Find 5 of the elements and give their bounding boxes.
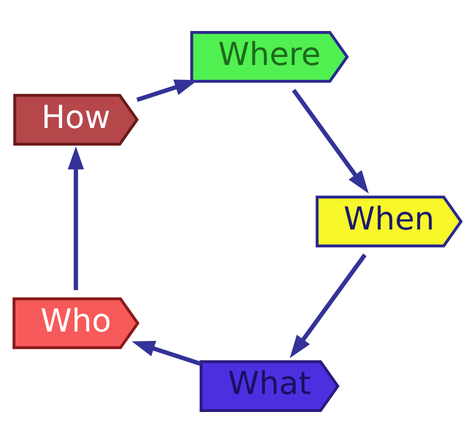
arrow [290,253,367,358]
arrow [292,88,369,194]
arrow [68,146,84,290]
arrow [136,79,198,102]
arrow [132,340,202,366]
